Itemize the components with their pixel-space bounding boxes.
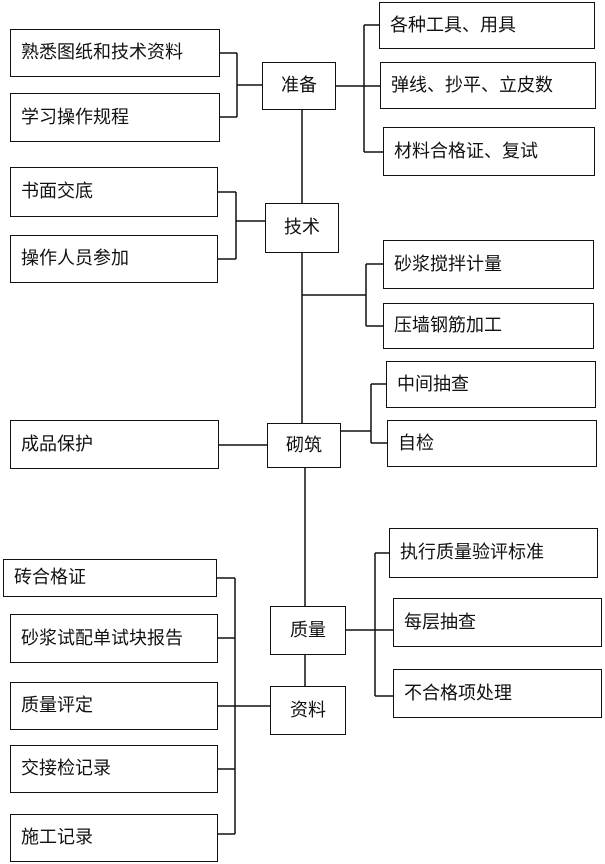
right-quality-2: 每层抽查: [393, 598, 602, 647]
left-records-4: 交接检记录: [10, 745, 218, 793]
left-records-1: 砖合格证: [3, 559, 217, 597]
node-prep: 准备: [262, 62, 336, 110]
right-masonry-1: 中间抽查: [386, 361, 596, 408]
right-quality-3: 不合格项处理: [393, 669, 602, 718]
left-prep-1: 熟悉图纸和技术资料: [10, 29, 220, 77]
left-records-3: 质量评定: [10, 682, 218, 730]
right-tech-1: 砂浆搅拌计量: [383, 240, 594, 289]
left-records-5: 施工记录: [10, 814, 218, 862]
node-tech: 技术: [265, 203, 339, 253]
right-prep-2: 弹线、抄平、立皮数: [380, 62, 596, 109]
right-tech-2: 压墙钢筋加工: [383, 303, 594, 349]
left-prep-2: 学习操作规程: [10, 93, 220, 142]
right-masonry-2: 自检: [387, 420, 597, 467]
node-quality: 质量: [270, 606, 346, 655]
node-masonry: 砌筑: [267, 423, 341, 468]
left-tech-1: 书面交底: [10, 167, 218, 217]
left-records-2: 砂浆试配单试块报告: [10, 614, 218, 663]
right-prep-3: 材料合格证、复试: [383, 127, 595, 176]
right-prep-1: 各种工具、用具: [379, 2, 595, 49]
node-records: 资料: [270, 686, 346, 735]
right-quality-1: 执行质量验评标准: [389, 528, 598, 578]
left-tech-2: 操作人员参加: [10, 235, 218, 283]
left-masonry-1: 成品保护: [10, 420, 219, 469]
